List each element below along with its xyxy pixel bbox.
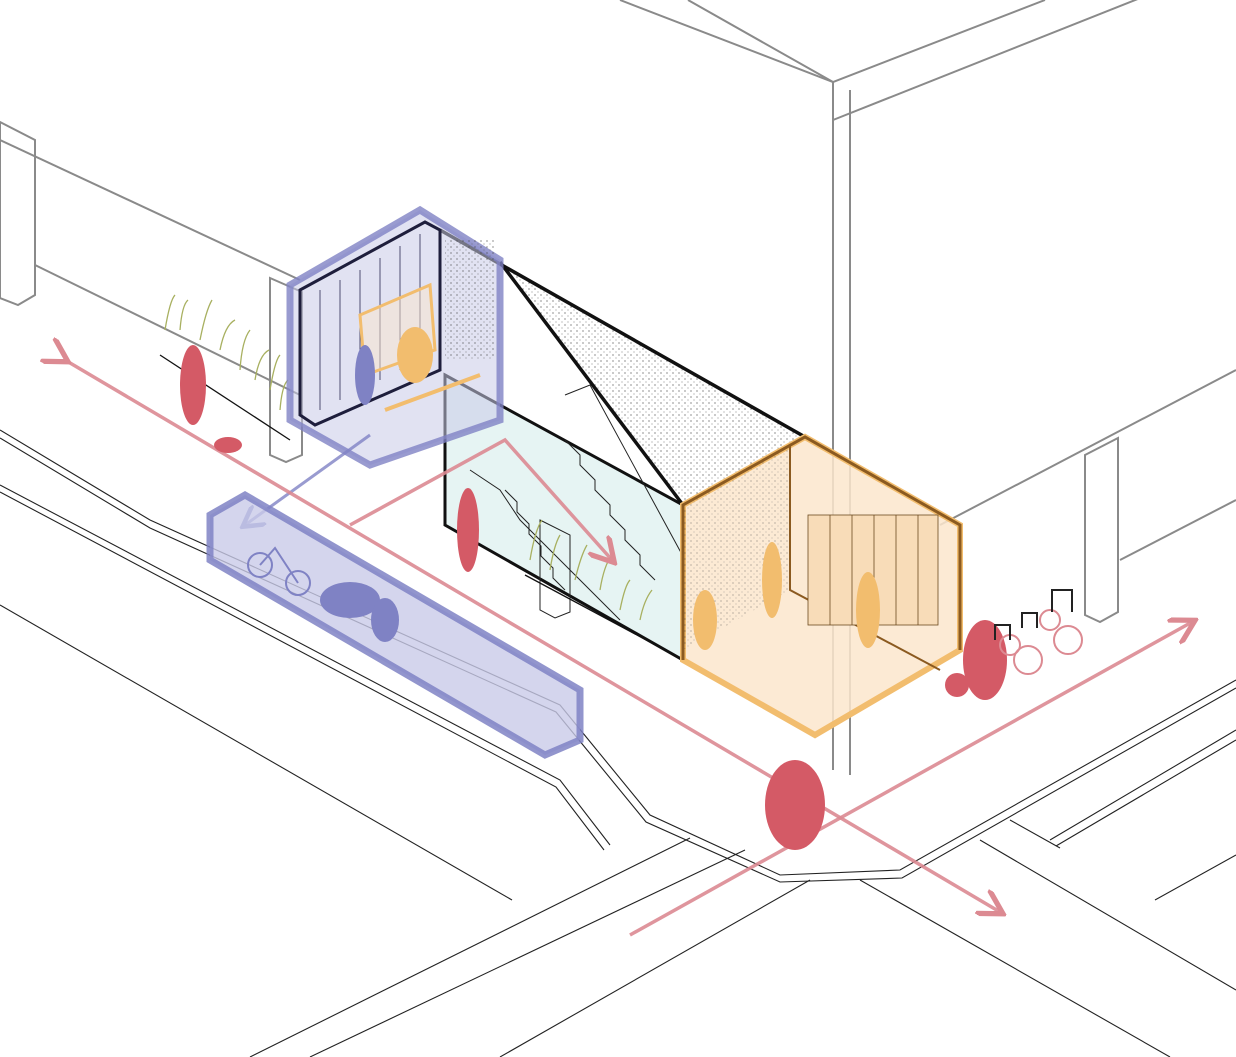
wheelchair-figure (397, 327, 433, 383)
circulation-arrows (65, 360, 1192, 937)
blue-pod (245, 205, 504, 525)
parking-strip (206, 490, 584, 759)
street-curb (0, 429, 1236, 1057)
dog-figure (214, 437, 242, 453)
orange-pod (680, 433, 963, 739)
wheelchair-user-figure (765, 760, 825, 850)
person-figure (762, 542, 782, 618)
cyclist-figure (963, 620, 1007, 700)
bike-rack (994, 589, 1083, 675)
cargo-trike-icon (320, 582, 399, 642)
bicycle-icon (247, 546, 311, 596)
person-figure (457, 488, 479, 572)
person-figure (856, 572, 880, 648)
person-with-dog-figure (180, 345, 206, 425)
pedestrian-figures (180, 345, 1007, 850)
person-figure (355, 345, 375, 405)
seated-person-figure (693, 590, 717, 650)
